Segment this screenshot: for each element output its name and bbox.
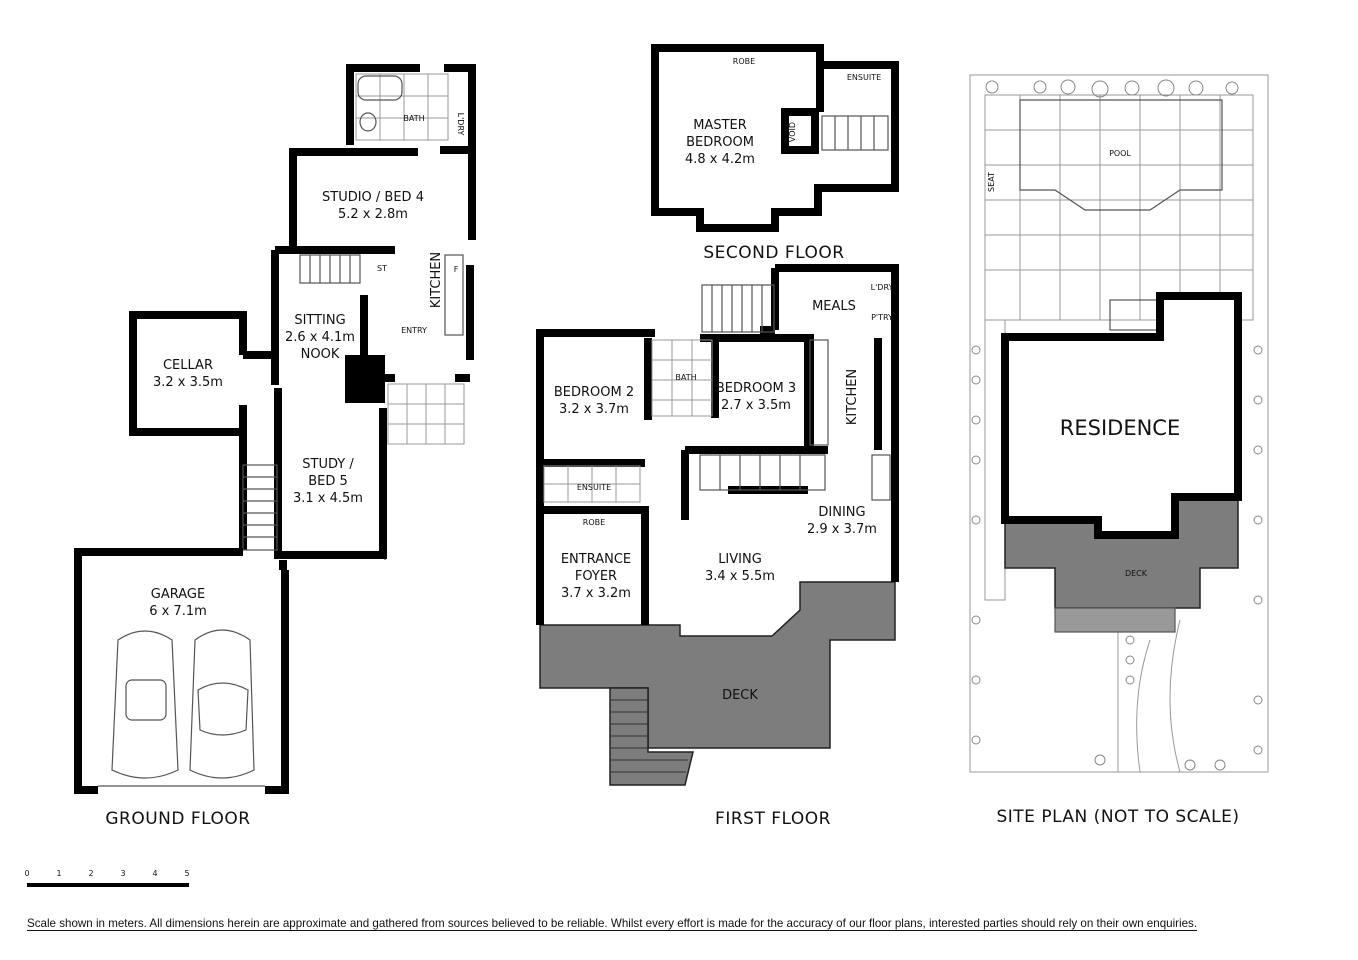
second-floor-plan: ROBE ENSUITE VOID MASTER BEDROOM 4.8 x 4… <box>651 44 899 263</box>
entry-walls <box>385 265 474 382</box>
sitting-dims: 2.6 x 4.1m <box>285 330 355 345</box>
robe-label: ROBE <box>583 518 605 527</box>
second-floor-stairs <box>821 115 889 151</box>
fridge-label: F <box>454 265 459 274</box>
laundry-label: L'DRY <box>456 113 465 136</box>
pool-label: POOL <box>1109 149 1131 158</box>
bathtub-icon <box>357 75 403 101</box>
entry-label: ENTRY <box>401 326 427 335</box>
bath-label: BATH <box>675 373 696 382</box>
ensuite-label: ENSUITE <box>847 73 881 82</box>
cellar-dims: 3.2 x 3.5m <box>153 375 223 390</box>
sitting-label: SITTING <box>294 313 345 328</box>
master-label: MASTER <box>693 118 747 133</box>
void-label: VOID <box>788 122 797 142</box>
void-walls <box>781 65 824 154</box>
first-floor-title: FIRST FLOOR <box>715 809 831 829</box>
ensuite-label: ENSUITE <box>577 483 611 492</box>
scale-tick: 1 <box>56 869 61 878</box>
first-floor-deck <box>539 581 896 749</box>
deck-label: DECK <box>722 688 758 703</box>
chimney <box>345 355 385 403</box>
bedroom-3-label: BEDROOM 3 <box>716 381 796 396</box>
site-boundary <box>969 74 1269 773</box>
kitchen-label: KITCHEN <box>429 252 444 308</box>
bedroom-3-dims: 2.7 x 3.5m <box>721 398 791 413</box>
master-label-2: BEDROOM <box>686 135 754 150</box>
study-label: STUDY / <box>302 457 354 472</box>
residence-label: RESIDENCE <box>1060 416 1180 440</box>
dining-label: DINING <box>818 505 865 520</box>
ground-floor-title: GROUND FLOOR <box>105 809 250 829</box>
sitting-walls <box>271 246 395 385</box>
bedroom-2-label: BEDROOM 2 <box>554 385 634 400</box>
site-plan: POOL SEAT RESIDENCE DECK SITE PLAN (NOT … <box>969 74 1269 827</box>
studio-dims: 5.2 x 2.8m <box>338 207 408 222</box>
entrance-label: ENTRANCE <box>561 552 631 567</box>
first-floor-outer-walls <box>536 264 899 625</box>
scale-tick: 3 <box>120 869 125 878</box>
first-floor-stairs <box>699 284 891 501</box>
entrance-label-2: FOYER <box>575 569 617 584</box>
scale-tick: 0 <box>24 869 29 878</box>
first-floor-bath-tiles <box>543 339 713 503</box>
master-dims: 4.8 x 4.2m <box>685 152 755 167</box>
studio-label: STUDIO / BED 4 <box>322 190 424 205</box>
seat-label: SEAT <box>987 172 996 192</box>
pantry-label: P'TRY <box>871 313 893 322</box>
living-dims: 3.4 x 5.5m <box>705 569 775 584</box>
ground-floor-plan: BATH L'DRY STUDIO / BED 4 5.2 x 2.8m ST … <box>74 64 476 829</box>
trees-icon <box>971 79 1263 771</box>
bedroom-walls <box>644 334 882 520</box>
robe-label: ROBE <box>733 57 755 66</box>
master-walls <box>651 44 899 232</box>
scale-tick: 2 <box>88 869 93 878</box>
bath-walls <box>346 64 476 150</box>
storage-label: ST <box>377 264 387 273</box>
deck-stair-treads <box>610 699 688 773</box>
toilet-icon <box>359 112 377 132</box>
study-label-2: BED 5 <box>308 474 348 489</box>
cellar-walls <box>129 311 247 436</box>
scale-tick: 4 <box>152 869 157 878</box>
car-icon <box>189 629 255 779</box>
laundry-label: L'DRY <box>871 283 894 292</box>
site-deck-stairs <box>1054 299 1176 633</box>
kitchen-label: KITCHEN <box>845 369 860 425</box>
disclaimer: Scale shown in meters. All dimensions he… <box>27 917 1198 931</box>
bath-tiles <box>355 73 465 445</box>
kitchen-counter <box>444 254 464 336</box>
sitting-label-2: NOOK <box>301 347 340 362</box>
living-label: LIVING <box>718 552 762 567</box>
garage-walls <box>74 548 289 794</box>
study-dims: 3.1 x 4.5m <box>293 491 363 506</box>
cellar-label: CELLAR <box>163 358 213 373</box>
meals-label: MEALS <box>812 299 856 314</box>
garage-stairs <box>242 464 278 551</box>
residence-outline <box>1001 292 1242 539</box>
garage-label: GARAGE <box>151 587 205 602</box>
scale-tick: 5 <box>184 869 189 878</box>
second-floor-title: SECOND FLOOR <box>703 243 844 263</box>
bath-label: BATH <box>403 114 424 123</box>
deck-label: DECK <box>1125 569 1148 578</box>
pool-outline <box>1019 99 1223 211</box>
studio-walls <box>289 146 476 250</box>
car-icon <box>111 630 179 779</box>
garage-dims: 6 x 7.1m <box>149 604 207 619</box>
scale-bar: 0 1 2 3 4 5 <box>24 869 190 887</box>
dining-dims: 2.9 x 3.7m <box>807 522 877 537</box>
site-plan-title: SITE PLAN (NOT TO SCALE) <box>996 807 1239 827</box>
first-floor-plan: MEALS L'DRY P'TRY BEDROOM 2 3.2 x 3.7m B… <box>536 264 899 829</box>
study-walls <box>274 388 387 559</box>
sitting-stairs <box>299 254 361 284</box>
bedroom-2-dims: 3.2 x 3.7m <box>559 402 629 417</box>
entrance-dims: 3.7 x 3.2m <box>561 586 631 601</box>
